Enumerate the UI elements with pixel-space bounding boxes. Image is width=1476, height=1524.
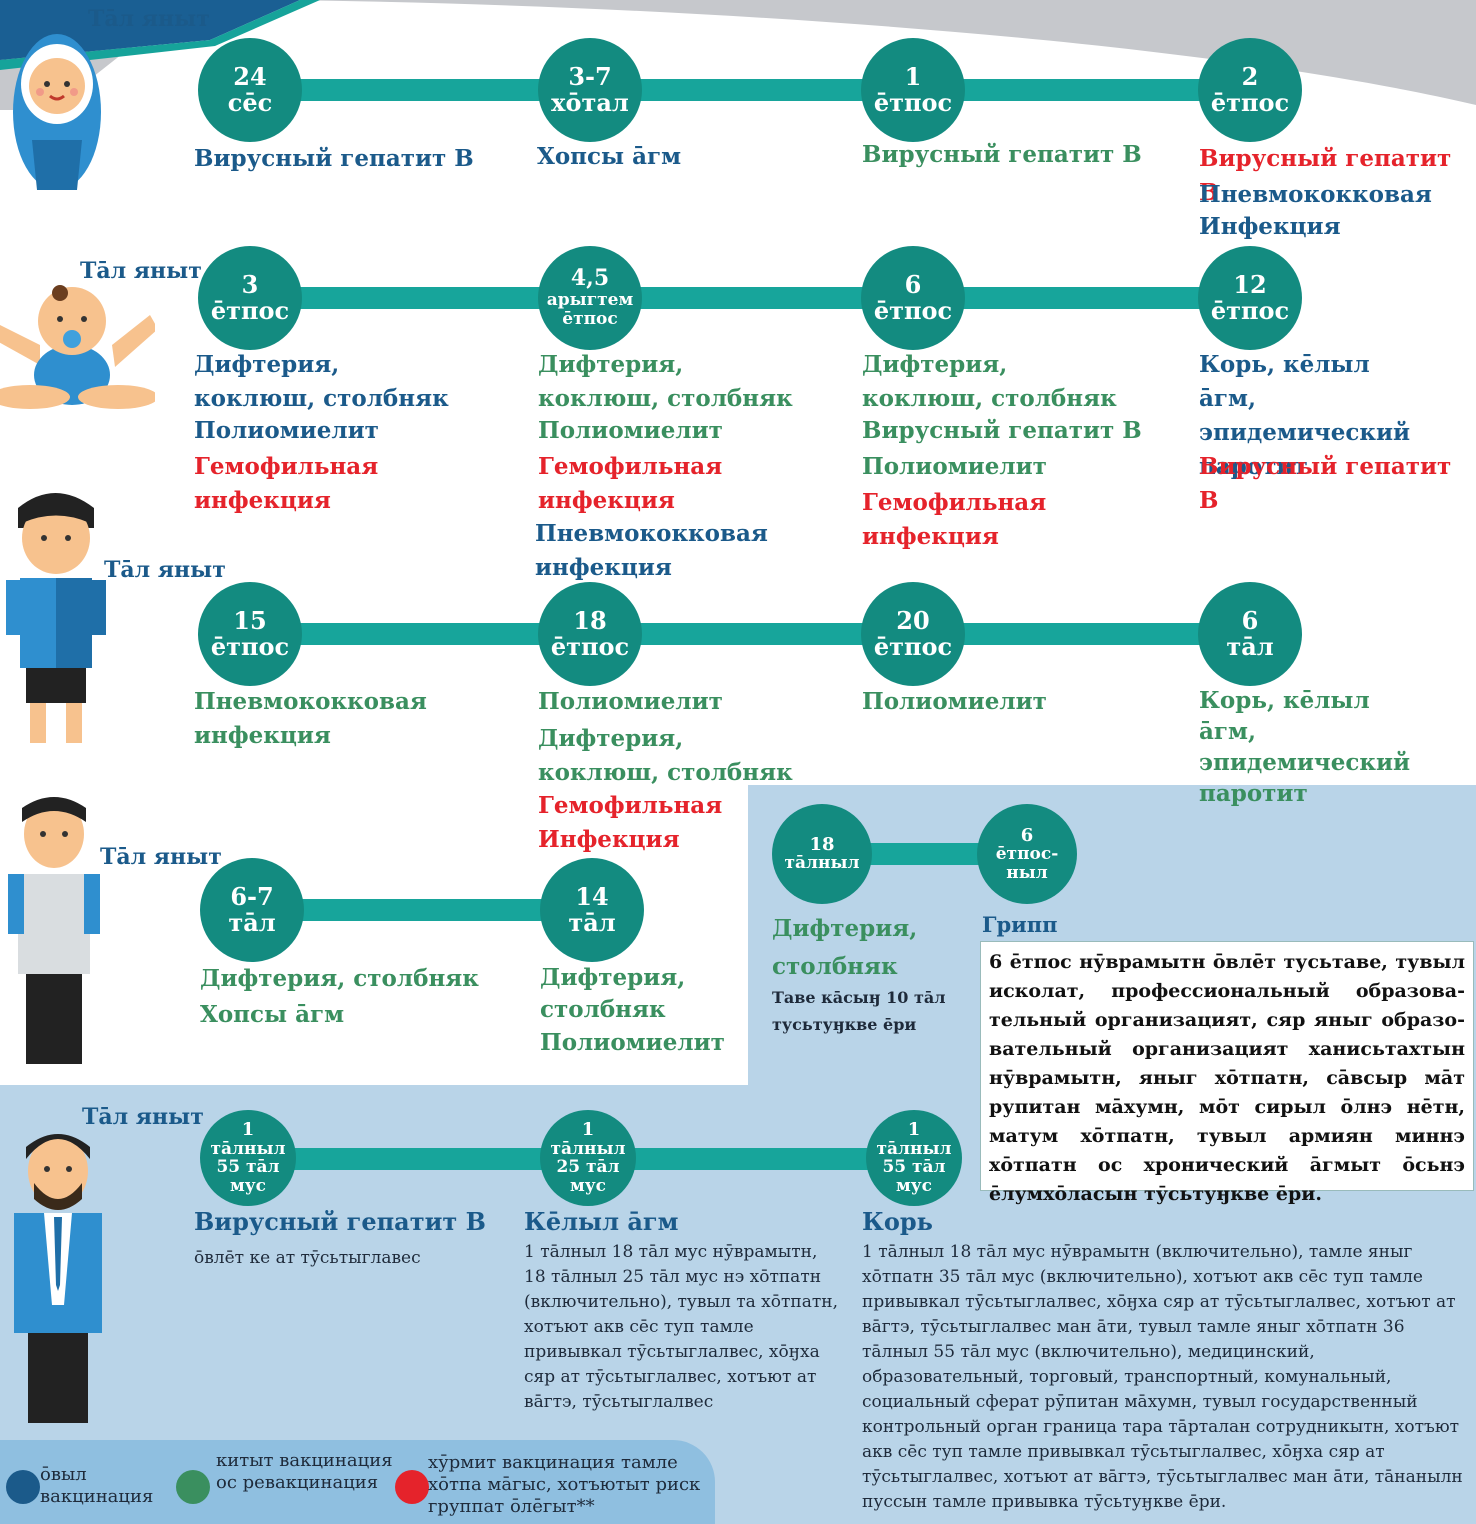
measles-note: 1 тāлныл 18 тāл мус нӯврамытн (включител… xyxy=(862,1242,1463,1512)
row-label-infant: Тāл яныт xyxy=(80,258,202,284)
rubella-note: 1 тāлныл 18 тāл мус нӯврамытн, 18 тāлныл… xyxy=(524,1242,839,1412)
vaccine-label: Полиомиелит xyxy=(194,417,379,444)
teen-icon xyxy=(8,797,100,1064)
row-label-newborn: Тāл яныт xyxy=(88,6,210,32)
vaccine-label: Грипп xyxy=(982,912,1058,937)
vaccine-label: Гемофильная инфекция xyxy=(194,453,379,514)
vaccine-label: Вирусный гепатит В xyxy=(1199,453,1452,514)
timeline-line-4 xyxy=(250,899,590,921)
row-label-adult: Тāл яныт xyxy=(82,1104,204,1130)
timeline-line-2 xyxy=(248,287,1248,309)
row-label-toddler: Тāл яныт xyxy=(104,557,226,583)
vaccine-label: Полиомиелит xyxy=(862,453,1047,480)
vaccine-label: Инфекция xyxy=(1199,213,1341,240)
vaccine-label: Дифтерия, столбняк xyxy=(772,915,918,980)
vaccine-label: Гемофильная инфекция xyxy=(862,489,1047,550)
timeline-line-1 xyxy=(248,79,1248,101)
vaccine-label: Дифтерия, коклюш, столбняк xyxy=(538,351,793,412)
vaccine-label: Полиомиелит xyxy=(540,1029,725,1056)
vaccine-label: Полиомиелит xyxy=(538,688,723,715)
hepb-adult-note: ōвлēт ке ат тӯсьтыглавес xyxy=(194,1248,421,1268)
vaccine-label: Дифтерия, столбняк xyxy=(200,965,479,992)
vaccine-label: Гемофильная Инфекция xyxy=(538,792,723,853)
vaccine-label: Полиомиелит xyxy=(862,688,1047,715)
vaccine-label: Пневмококковая xyxy=(1199,181,1432,208)
vaccine-label: Дифтерия, столбняк xyxy=(540,964,686,1023)
legend-label-risk: хӯрмит вакцинация тамле хōтпа мāгыс, хот… xyxy=(428,1452,701,1517)
vaccine-label: Пневмококковая инфекция xyxy=(535,520,768,581)
legend-dot-primary xyxy=(6,1470,40,1504)
vaccine-label: Дифтерия, коклюш, столбняк xyxy=(538,725,793,786)
newborn-icon xyxy=(13,34,101,190)
vaccine-label: Вирусный гепатит В xyxy=(1199,145,1452,206)
infant-icon xyxy=(0,285,155,409)
vaccine-label: Дифтерия, коклюш, столбняк xyxy=(194,351,449,412)
vaccine-label: Корь, кēлыл āгм, эпидемический паротит xyxy=(1199,351,1411,480)
vaccine-label: Хопсы āгм xyxy=(537,143,682,170)
vaccine-label: Пневмококковая инфекция xyxy=(194,688,427,749)
flu-info-box: 6 ēтпос нӯврамытн ōвлēт тусьтаве, тувыл … xyxy=(980,941,1474,1205)
vaccine-label: Дифтерия, коклюш, столбняк xyxy=(862,351,1117,412)
vaccine-label: Гемофильная инфекция xyxy=(538,453,723,514)
legend-label-revacc: китыт вакцинация ос ревакцинация xyxy=(216,1450,393,1493)
vaccine-title: Корь xyxy=(862,1207,933,1236)
vaccine-label: Корь, кēлыл āгм, эпидемический паротит xyxy=(1199,687,1411,807)
vaccine-label: Вирусный гепатит В xyxy=(862,417,1142,444)
legend-label-primary: ōвыл вакцинация xyxy=(40,1464,154,1507)
timeline-line-3 xyxy=(248,623,1248,645)
timeline-line-panel xyxy=(822,843,1027,865)
legend-dot-risk xyxy=(395,1470,429,1504)
vaccine-label: Вирусный гепатит В xyxy=(194,145,474,172)
legend-panel xyxy=(0,1440,715,1524)
legend-dot-revacc xyxy=(176,1470,210,1504)
vaccine-title: Кēлыл āгм xyxy=(524,1207,679,1236)
dt-revaccination-note: Таве кāсыӈ 10 тāл тусьтуӈкве ēри xyxy=(772,988,946,1034)
vaccine-label: Хопсы āгм xyxy=(200,1001,345,1028)
child-icon xyxy=(6,493,106,743)
row-label-teen: Тāл яныт xyxy=(100,844,222,870)
adult-icon xyxy=(14,1134,102,1423)
vaccine-label: Вирусный гепатит В xyxy=(862,141,1142,168)
vaccine-title: Вирусный гепатит В xyxy=(194,1207,486,1236)
vaccine-label: Полиомиелит xyxy=(538,417,723,444)
